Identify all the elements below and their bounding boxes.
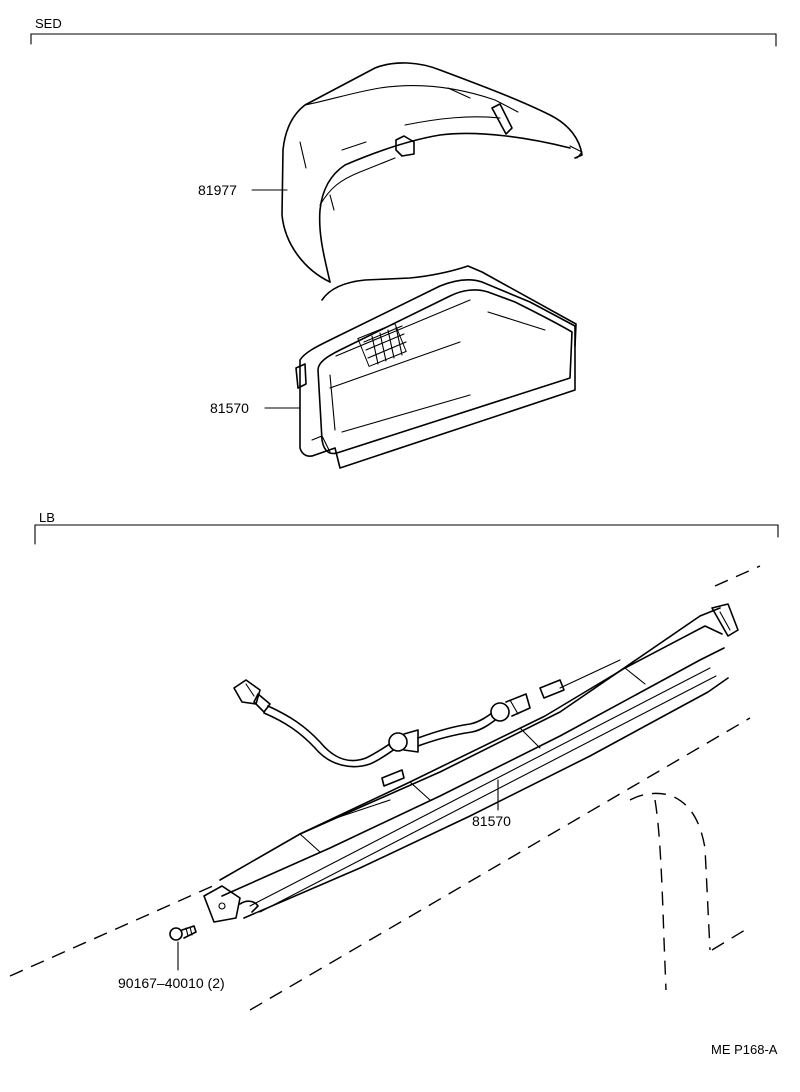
vehicle-body-outline xyxy=(9,565,761,1011)
section-label-sed: SED xyxy=(35,16,62,31)
wire-harness-drawing xyxy=(233,679,531,768)
stop-lamp-lb-drawing xyxy=(203,603,739,923)
stop-lamp-sed-drawing xyxy=(295,265,577,469)
section-bracket-lb xyxy=(34,524,779,545)
section-bracket-sed xyxy=(30,33,777,47)
part-label-screw-lb: 90167–40010 (2) xyxy=(118,975,225,991)
section-label-lb: LB xyxy=(39,510,55,525)
drawing-code: ME P168-A xyxy=(711,1042,778,1057)
part-label-lamp-sed: 81570 xyxy=(210,400,249,416)
part-label-lamp-lb: 81570 xyxy=(472,813,511,829)
part-label-cover-sed: 81977 xyxy=(198,182,237,198)
lamp-cover-drawing xyxy=(281,62,583,283)
screw-drawing xyxy=(169,925,197,941)
